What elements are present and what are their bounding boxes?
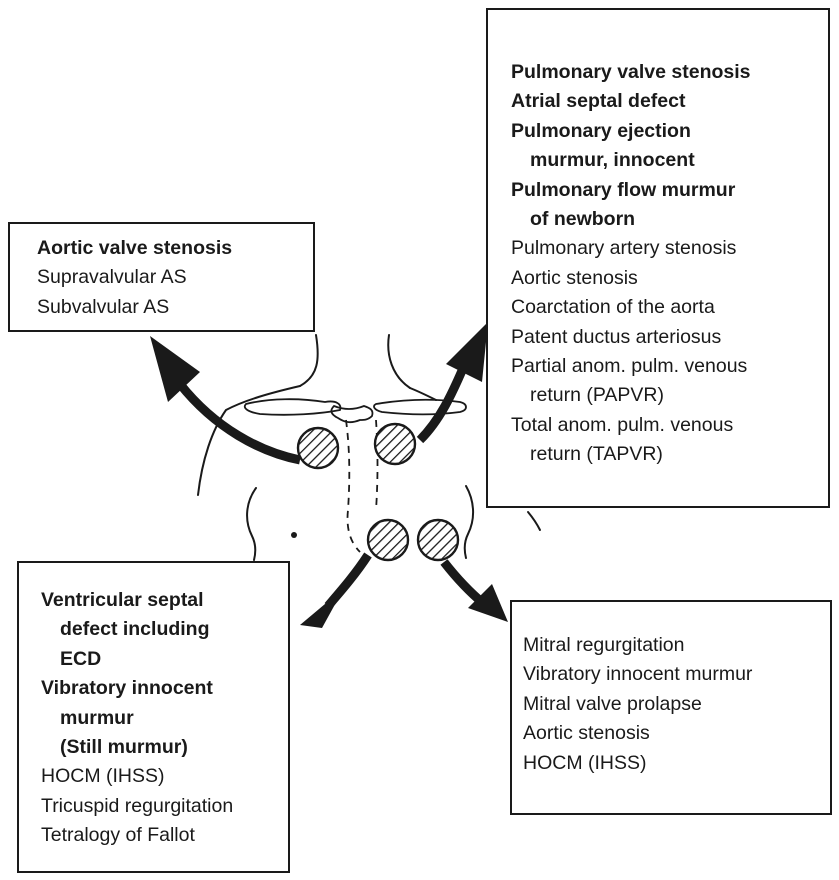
sternum-outline (345, 419, 379, 553)
condition-item: murmur (60, 706, 134, 729)
condition-item: Subvalvular AS (37, 295, 170, 318)
aortic-site (296, 426, 340, 470)
condition-item: HOCM (IHSS) (41, 765, 165, 788)
pulmonic-site (373, 422, 417, 466)
condition-item: Pulmonary artery stenosis (511, 237, 737, 260)
clavicles (243, 398, 467, 424)
condition-item: of newborn (530, 208, 636, 231)
mitral-site (416, 518, 460, 562)
condition-item: ECD (60, 647, 102, 670)
tricuspid-site (366, 518, 410, 562)
condition-item: Tetralogy of Fallot (41, 824, 195, 847)
condition-item: Mitral regurgitation (523, 634, 685, 656)
condition-item: Vibratory innocent murmur (523, 663, 753, 686)
torso-outline (197, 334, 541, 561)
condition-item: Pulmonary valve stenosis (511, 61, 751, 83)
condition-item: Coarctation of the aorta (511, 296, 715, 319)
condition-item: Vibratory innocent (41, 677, 213, 700)
condition-item: defect including (60, 618, 210, 641)
condition-item: (Still murmur) (60, 736, 188, 759)
condition-item: return (PAPVR) (530, 384, 665, 407)
condition-item: Ventricular septal (41, 589, 204, 611)
condition-item: Patent ductus arteriosus (511, 325, 722, 348)
condition-item: Total anom. pulm. venous (511, 413, 734, 436)
condition-item: Pulmonary ejection (511, 119, 691, 142)
auscultation-sites (296, 422, 460, 562)
condition-item: HOCM (IHSS) (523, 751, 647, 774)
condition-item: Pulmonary flow murmur (511, 178, 736, 201)
condition-item: murmur, innocent (530, 149, 695, 172)
condition-item: Aortic stenosis (511, 266, 638, 289)
condition-item: Aortic stenosis (523, 722, 650, 745)
condition-item: Atrial septal defect (511, 90, 686, 113)
condition-item: Aortic valve stenosis (37, 237, 233, 259)
condition-item: return (TAPVR) (530, 443, 663, 466)
condition-item: Partial anom. pulm. venous (511, 355, 748, 378)
arrows (150, 322, 508, 628)
condition-item: Tricuspid regurgitation (41, 794, 234, 817)
condition-item: Supravalvular AS (37, 266, 187, 289)
condition-item: Mitral valve prolapse (523, 692, 702, 715)
